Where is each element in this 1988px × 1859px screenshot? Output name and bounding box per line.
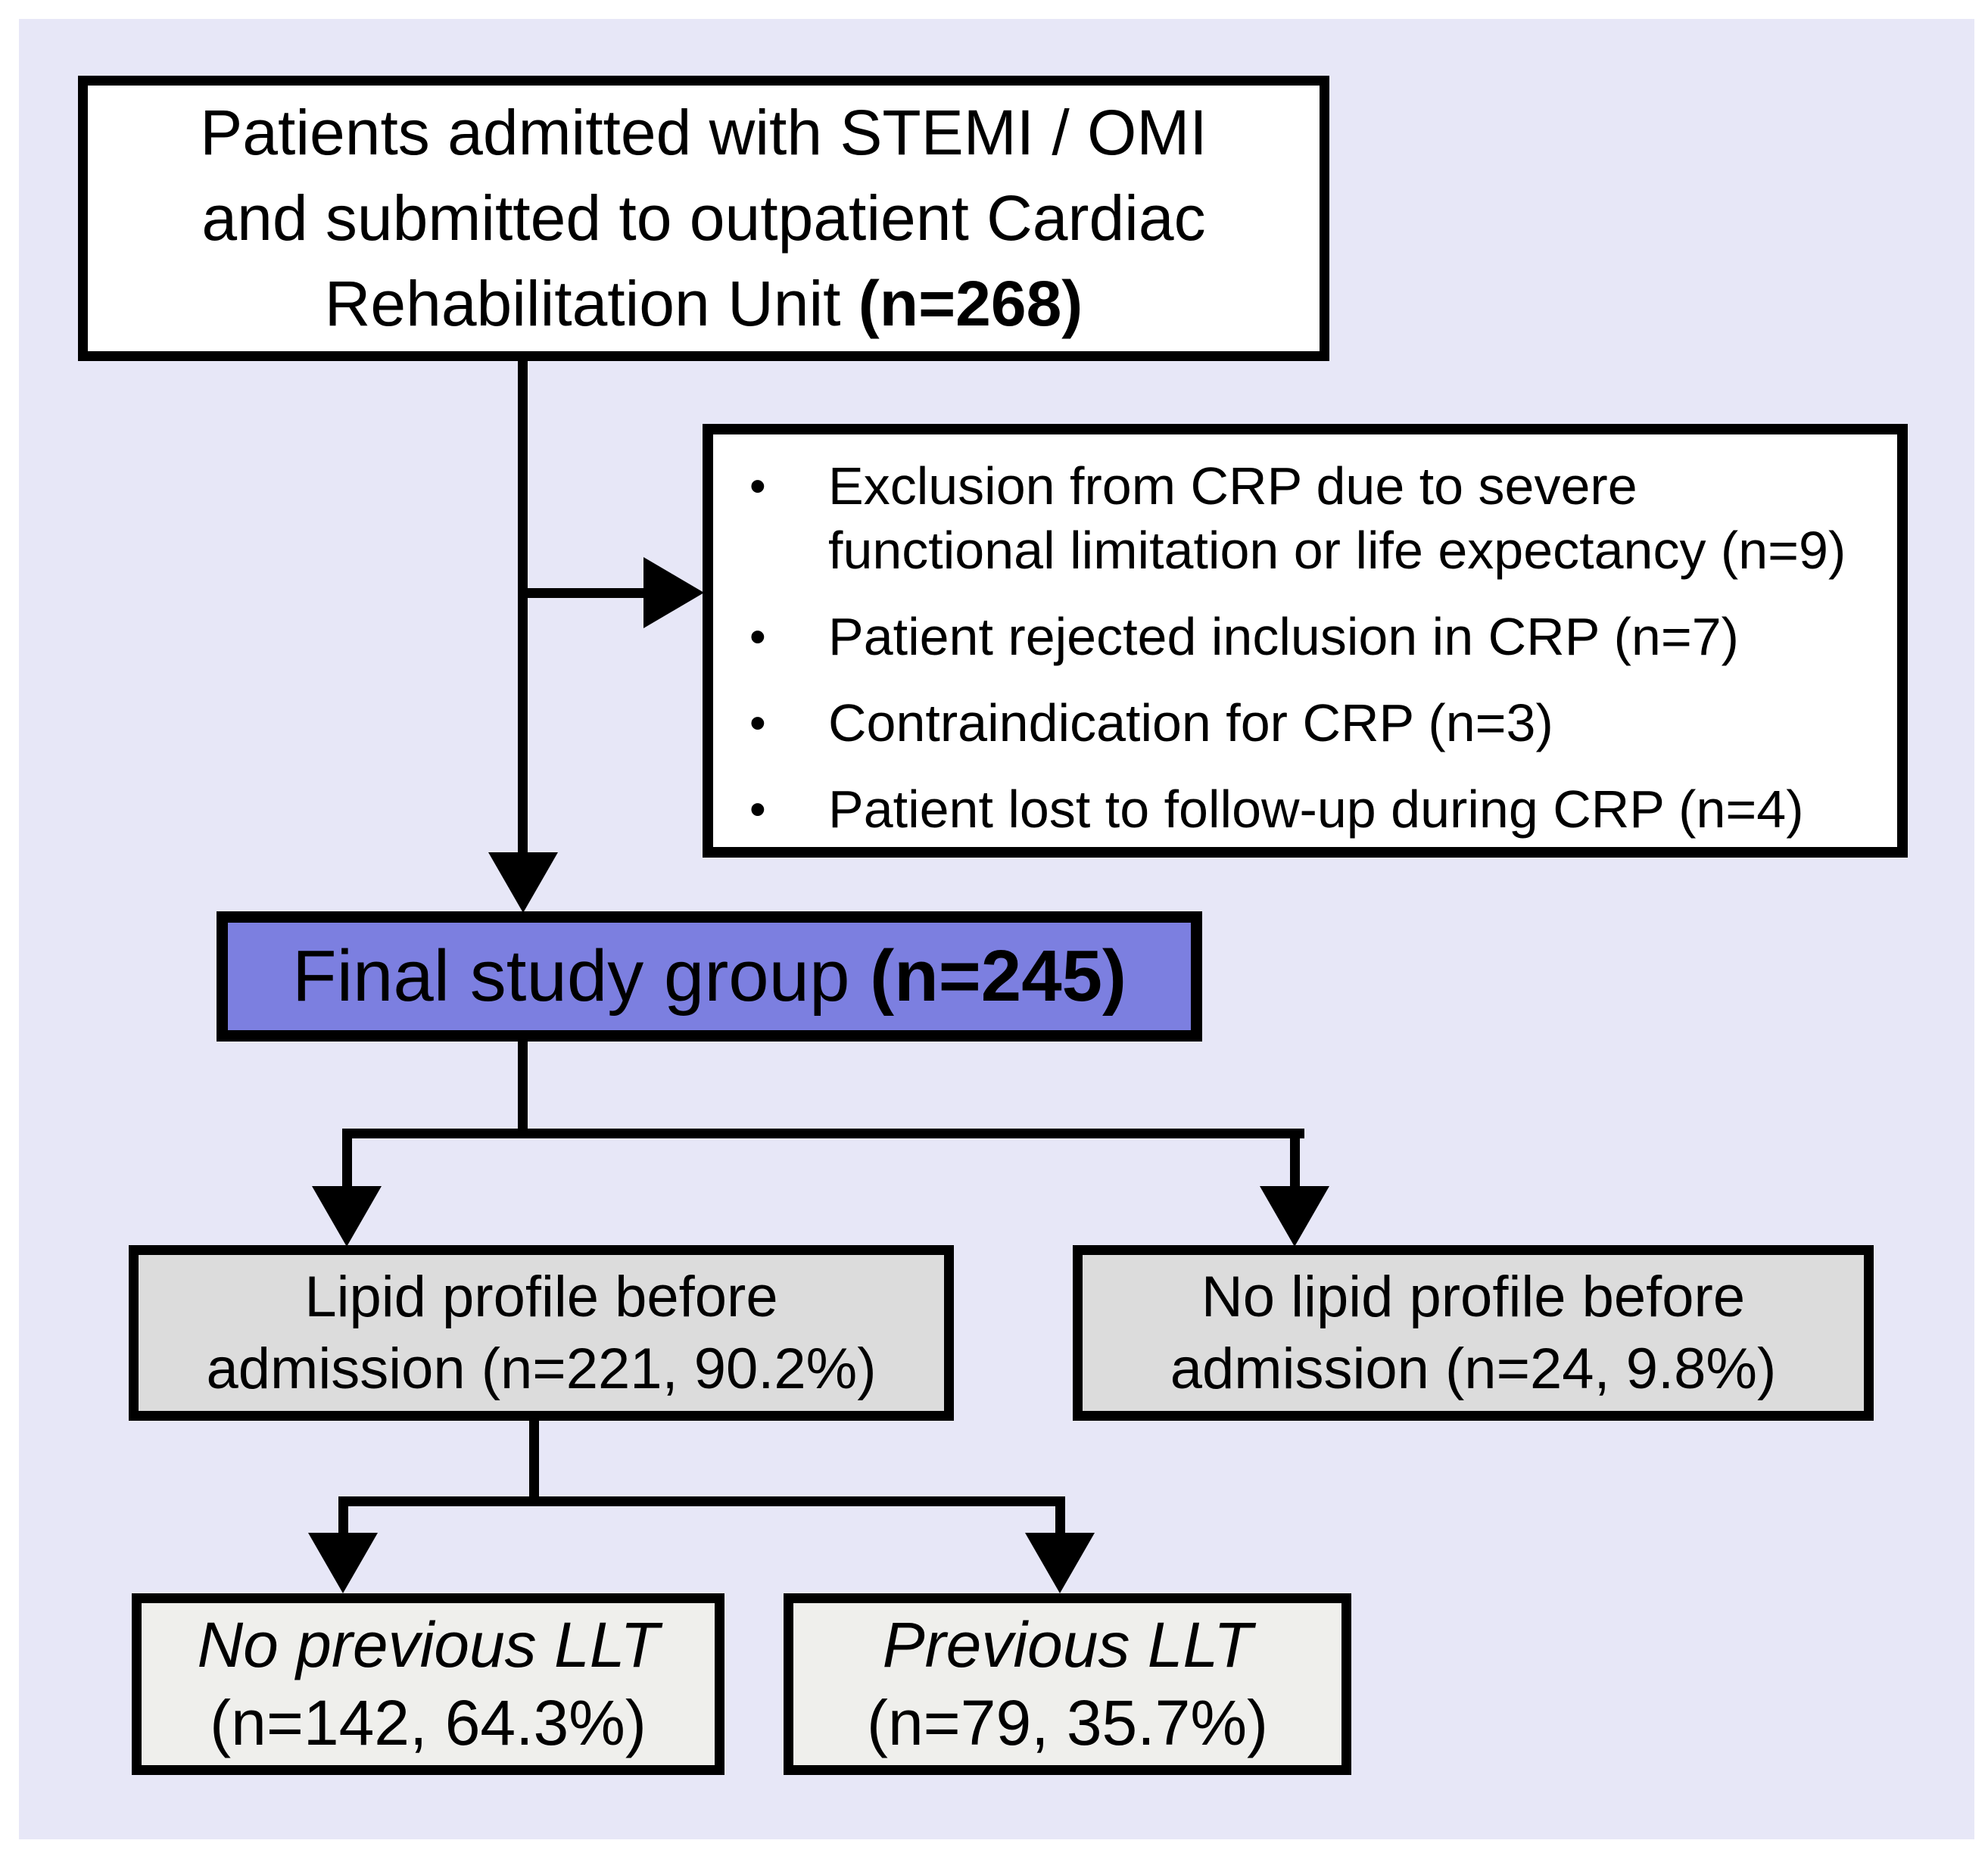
exclusion-item-2-text: Patient rejected inclusion in CRP (n=7) xyxy=(828,607,1739,666)
bullet-icon: • xyxy=(749,783,766,836)
node-final-study-group: Final study group (n=245) xyxy=(217,911,1202,1042)
final-study-group-n-count: (n=245) xyxy=(870,936,1126,1017)
splitter-2-left-arm xyxy=(338,1496,348,1536)
node-no-lipid-profile: No lipid profile before admission (n=24,… xyxy=(1073,1245,1874,1421)
exclusion-item-2: • Patient rejected inclusion in CRP (n=7… xyxy=(749,605,1874,669)
bullet-icon: • xyxy=(749,697,766,749)
connector-top-to-final xyxy=(518,357,528,852)
arrowhead-into-no-llt xyxy=(308,1533,378,1593)
splitter-1 xyxy=(342,1129,1304,1138)
previous-llt-n-count: (n=79, 35.7%) xyxy=(866,1687,1268,1758)
no-previous-llt-n-count: (n=142, 64.3%) xyxy=(210,1687,647,1758)
final-study-group-label: Final study group (n=245) xyxy=(292,935,1126,1018)
admitted-line-3-text: Rehabilitation Unit xyxy=(324,268,858,339)
exclusion-item-1: • Exclusion from CRP due to severe funct… xyxy=(749,454,1874,583)
node-lipid-profile: Lipid profile before admission (n=221, 9… xyxy=(129,1245,954,1421)
node-admitted-patients: Patients admitted with STEMI / OMI and s… xyxy=(78,76,1329,361)
arrowhead-into-no-lipid xyxy=(1260,1186,1329,1247)
admitted-line-1: Patients admitted with STEMI / OMI xyxy=(200,97,1207,168)
exclusion-item-1-text: Exclusion from CRP due to severe functio… xyxy=(828,454,1874,583)
arrowhead-into-llt xyxy=(1025,1533,1095,1593)
lipid-profile-line-2: admission (n=221, 90.2%) xyxy=(206,1337,877,1401)
bullet-icon: • xyxy=(749,460,766,512)
arrowhead-into-final xyxy=(488,852,558,913)
exclusion-item-3: • Contraindication for CRP (n=3) xyxy=(749,691,1874,755)
no-previous-llt-title: No previous LLT xyxy=(197,1609,659,1680)
exclusion-item-3-text: Contraindication for CRP (n=3) xyxy=(828,693,1553,752)
connector-final-to-split xyxy=(518,1038,528,1135)
splitter-1-left-arm xyxy=(342,1129,352,1192)
exclusion-item-1-line-2: functional limitation or life expectancy… xyxy=(828,521,1846,580)
final-study-group-text: Final study group xyxy=(292,936,871,1017)
splitter-2 xyxy=(338,1496,1065,1506)
no-lipid-profile-line-2: admission (n=24, 9.8%) xyxy=(1170,1337,1777,1401)
admitted-line-2: and submitted to outpatient Cardiac xyxy=(201,182,1206,254)
lipid-profile-line-1: Lipid profile before xyxy=(304,1265,778,1329)
no-lipid-profile-line-1: No lipid profile before xyxy=(1201,1265,1746,1329)
arrowhead-into-exclusions xyxy=(643,557,704,628)
splitter-2-right-arm xyxy=(1055,1496,1065,1536)
connector-to-exclusions xyxy=(522,588,647,598)
admitted-n-count: (n=268) xyxy=(858,268,1083,339)
node-exclusions: • Exclusion from CRP due to severe funct… xyxy=(703,424,1908,858)
connector-lipid-to-split xyxy=(529,1419,539,1506)
node-no-previous-llt: No previous LLT (n=142, 64.3%) xyxy=(132,1593,724,1775)
bullet-icon: • xyxy=(749,611,766,663)
exclusion-list: • Exclusion from CRP due to severe funct… xyxy=(713,434,1897,864)
exclusion-item-1-line-1: Exclusion from CRP due to severe xyxy=(828,456,1637,515)
exclusion-item-4-text: Patient lost to follow-up during CRP (n=… xyxy=(828,780,1804,839)
exclusion-item-4: • Patient lost to follow-up during CRP (… xyxy=(749,777,1874,842)
arrowhead-into-lipid xyxy=(312,1186,382,1247)
previous-llt-title: Previous LLT xyxy=(882,1609,1253,1680)
admitted-line-3: Rehabilitation Unit (n=268) xyxy=(325,261,1083,347)
node-previous-llt: Previous LLT (n=79, 35.7%) xyxy=(784,1593,1351,1775)
splitter-1-right-arm xyxy=(1290,1129,1300,1192)
